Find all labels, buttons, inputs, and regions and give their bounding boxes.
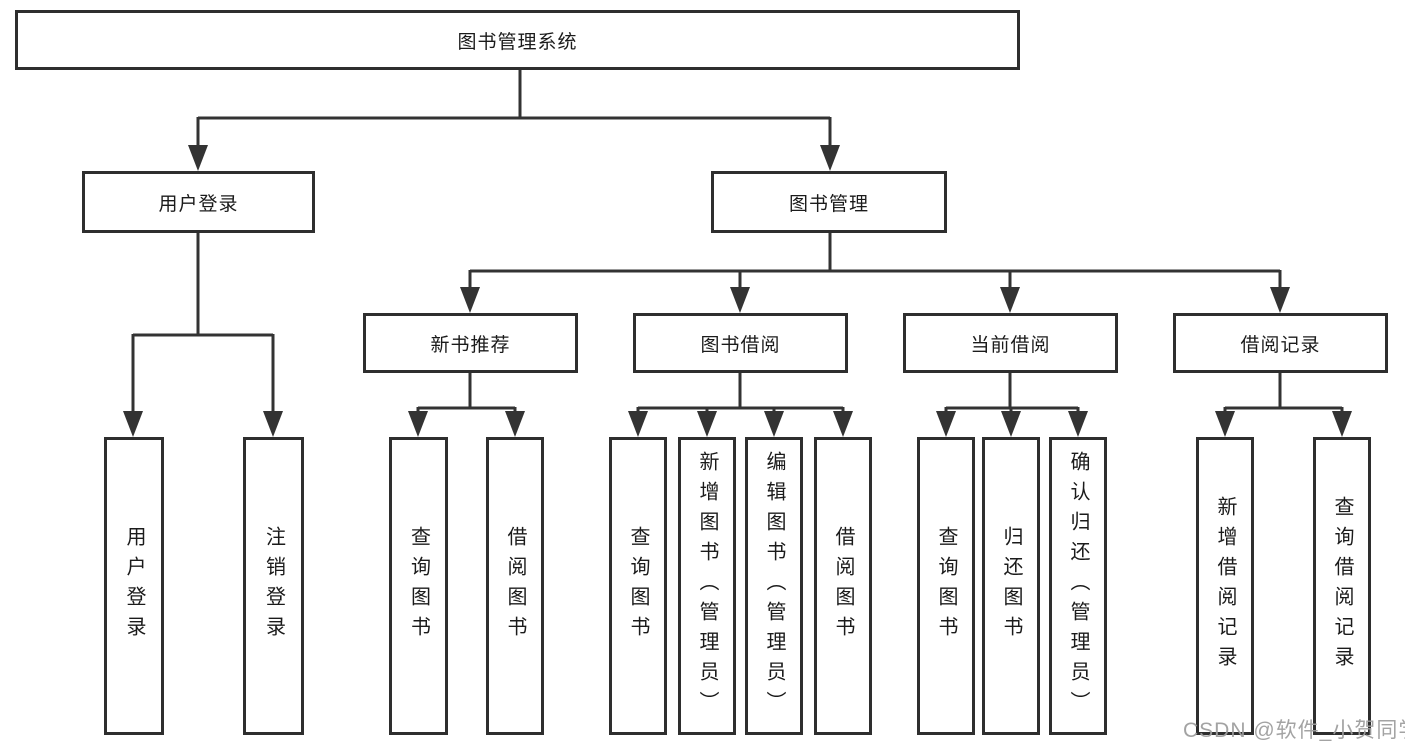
- node-root-library-system: 图书管理系统: [15, 10, 1020, 70]
- leaf-borrow-books-label: 借阅图书: [832, 526, 854, 646]
- leaf-user-login-label: 用户登录: [123, 526, 145, 646]
- leaf-logout-label: 注销登录: [262, 526, 285, 646]
- leaf-borrow-books: 借阅图书: [814, 437, 872, 735]
- leaf-query-books-recommend-label: 查询图书: [407, 526, 430, 646]
- leaf-edit-books-admin: 编辑图书（管理员）: [745, 437, 803, 735]
- leaf-query-books-current-label: 查询图书: [935, 526, 957, 646]
- leaf-query-borrow-record: 查询借阅记录: [1313, 437, 1371, 735]
- node-current-borrow: 当前借阅: [903, 313, 1118, 373]
- leaf-query-books-recommend: 查询图书: [389, 437, 448, 735]
- node-new-book-recommend: 新书推荐: [363, 313, 578, 373]
- node-user-login: 用户登录: [82, 171, 315, 233]
- node-book-management: 图书管理: [711, 171, 947, 233]
- leaf-logout: 注销登录: [243, 437, 304, 735]
- leaf-query-books-current: 查询图书: [917, 437, 975, 735]
- node-borrow-records: 借阅记录: [1173, 313, 1388, 373]
- leaf-borrow-books-recommend-label: 借阅图书: [504, 526, 526, 646]
- leaf-add-books-admin-label: 新增图书（管理员）: [696, 451, 718, 721]
- leaf-add-borrow-record-label: 新增借阅记录: [1214, 496, 1236, 676]
- leaf-edit-books-admin-label: 编辑图书（管理员）: [763, 451, 785, 721]
- node-book-borrow: 图书借阅: [633, 313, 848, 373]
- leaf-add-books-admin: 新增图书（管理员）: [678, 437, 736, 735]
- leaf-confirm-return-admin: 确认归还（管理员）: [1049, 437, 1107, 735]
- leaf-confirm-return-admin-label: 确认归还（管理员）: [1067, 451, 1089, 721]
- leaf-query-books-borrow-label: 查询图书: [627, 526, 649, 646]
- csdn-watermark: CSDN @软件_小贺同学: [1183, 719, 1405, 742]
- leaf-query-borrow-record-label: 查询借阅记录: [1331, 496, 1353, 676]
- leaf-borrow-books-recommend: 借阅图书: [486, 437, 544, 735]
- leaf-query-books-borrow: 查询图书: [609, 437, 667, 735]
- leaf-user-login: 用户登录: [104, 437, 164, 735]
- leaf-add-borrow-record: 新增借阅记录: [1196, 437, 1254, 735]
- leaf-return-books-label: 归还图书: [1000, 526, 1022, 646]
- leaf-return-books: 归还图书: [982, 437, 1040, 735]
